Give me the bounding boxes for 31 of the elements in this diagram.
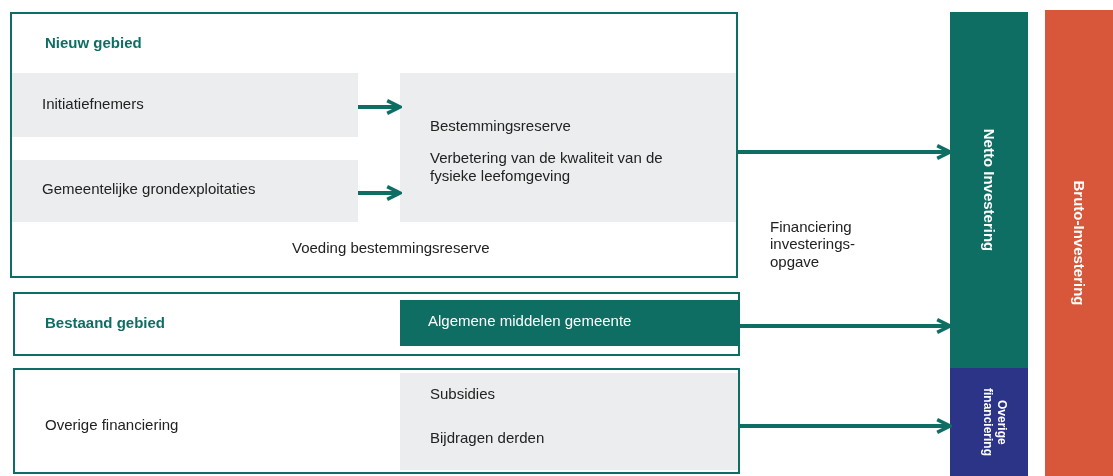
list-item: Bijdragen derden xyxy=(430,429,545,447)
group-panel xyxy=(10,12,738,278)
node-label: Bruto-Investering xyxy=(1070,180,1088,306)
process-box xyxy=(400,300,738,346)
list-item: Subsidies xyxy=(430,385,496,403)
node-label: Netto Investering xyxy=(980,128,998,252)
arrow xyxy=(740,317,952,335)
node-label: Gemeentelijke grondexploitaties xyxy=(42,180,256,198)
caption-text: Voeding bestemmingsreserve xyxy=(292,239,490,257)
process-box xyxy=(12,73,358,137)
group-panel xyxy=(13,292,740,356)
process-box xyxy=(400,73,736,222)
group-title: Nieuw gebied xyxy=(45,34,142,52)
process-box xyxy=(400,373,738,470)
node-label: Initiatiefnemers xyxy=(42,95,144,113)
group-title: Overige financiering xyxy=(45,416,179,434)
process-box xyxy=(950,12,1028,368)
process-box xyxy=(12,160,358,222)
arrow xyxy=(358,184,402,202)
description-text: Verbetering van de kwaliteit van de fysieke leefomgeving xyxy=(430,149,664,185)
annotation-text: Financiering investerings- opgave xyxy=(770,218,857,270)
arrow xyxy=(738,143,952,161)
bar xyxy=(950,368,1028,476)
arrow xyxy=(740,417,952,435)
arrow xyxy=(358,98,402,116)
group-title: Bestaand gebied xyxy=(45,314,166,332)
node-label: Overige financiering xyxy=(979,388,1009,456)
node-label: Algemene middelen gemeente xyxy=(428,312,632,330)
box-title: Bestemmingsreserve xyxy=(430,117,571,135)
bar xyxy=(1045,10,1113,476)
group-panel xyxy=(13,368,740,474)
